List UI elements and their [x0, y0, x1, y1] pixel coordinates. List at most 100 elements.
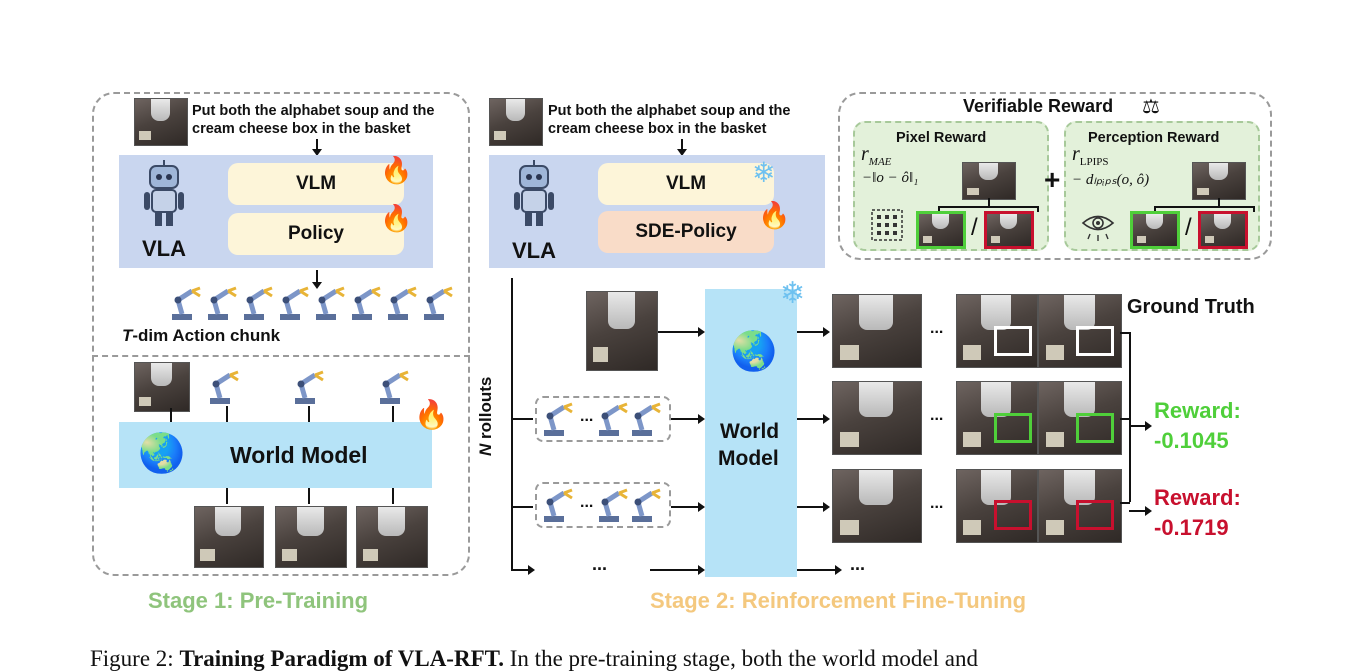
ellipsis: ...: [592, 554, 607, 575]
fire-icon: 🔥: [414, 398, 449, 431]
arrow-head: [1145, 421, 1152, 431]
pixel-reward-title: Pixel Reward: [896, 130, 986, 146]
snowflake-icon: ❄: [752, 156, 775, 189]
reward1-value: -0.1045: [1154, 428, 1229, 454]
ellipsis: ...: [930, 407, 943, 425]
eye-icon: [1080, 208, 1116, 242]
tree-line: [988, 198, 990, 206]
stage2-title: Stage 2: Reinforcement Fine-Tuning: [650, 588, 1026, 614]
globe-icon: 🌏: [730, 330, 777, 374]
stage2-instruction-text: Put both the alphabet soup and the cream…: [548, 102, 818, 138]
stage2-vlm-box: VLM: [598, 163, 774, 205]
arrow-line: [226, 488, 228, 504]
stage2-vla-label: VLA: [512, 238, 556, 264]
arrow-line: [797, 331, 825, 333]
stage2-world-model-label-1: World: [720, 420, 779, 444]
arrow-line: [392, 406, 394, 422]
arrow-head: [528, 565, 535, 575]
rollout1-highlight-1: [994, 413, 1032, 443]
stage2-sde-policy-box: SDE-Policy: [598, 211, 774, 253]
stage2-instruction-image: [489, 98, 543, 146]
pixel-reward-gt-image: [962, 162, 1016, 200]
stage1-input-image: [134, 362, 190, 412]
stage1-instruction-text: Put both the alphabet soup and the cream…: [192, 102, 462, 138]
gt-frame-1: [832, 294, 922, 368]
arrow-head: [698, 565, 705, 575]
reward2-value: -0.1719: [1154, 515, 1229, 541]
stage1-instruction-image: [134, 98, 188, 146]
pixel-reward-green-image: [916, 211, 966, 249]
arrow-line: [658, 331, 702, 333]
arrow-line: [308, 488, 310, 504]
arrow-line: [650, 569, 700, 571]
arrow-line: [797, 569, 837, 571]
stage1-vlm-box: VLM: [228, 163, 404, 205]
arrow-line: [797, 418, 825, 420]
arrow-line: [797, 506, 825, 508]
ellipsis: ...: [580, 494, 593, 512]
gt-highlight-2: [1076, 326, 1114, 356]
perception-reward-gt-image: [1192, 162, 1246, 200]
snowflake-icon: ❄: [780, 276, 805, 311]
reward2-label: Reward:: [1154, 485, 1241, 511]
ellipsis: ...: [930, 495, 943, 513]
bracket-line: [1120, 502, 1130, 504]
rollout-1-arms: [542, 402, 668, 438]
stage1-divider: [92, 355, 470, 357]
stage1-policy-box: Policy: [228, 213, 404, 255]
rollout2-highlight-2: [1076, 500, 1114, 530]
arrow-head: [823, 414, 830, 424]
arrow-line: [226, 406, 228, 422]
tree-line: [1253, 206, 1255, 212]
tree-line: [1218, 198, 1220, 206]
rollout1-frame-1: [832, 381, 922, 455]
arrow-head: [1145, 506, 1152, 516]
slash: /: [1185, 214, 1192, 242]
fire-icon: 🔥: [380, 155, 412, 186]
plus-sign: +: [1044, 164, 1060, 196]
stage2-input-image: [586, 291, 658, 371]
pixel-reward-symbol: rMAE: [861, 143, 891, 168]
scale-icon: ⚖: [1142, 94, 1160, 119]
tree-line: [1154, 206, 1254, 208]
rollout-branch-line: [511, 278, 513, 570]
rollout1-highlight-2: [1076, 413, 1114, 443]
bracket-line: [1120, 418, 1130, 420]
verifiable-reward-title: Verifiable Reward: [963, 96, 1113, 117]
stage1-vla-label: VLA: [142, 236, 186, 262]
arrow-line: [392, 488, 394, 504]
arrow-head: [823, 502, 830, 512]
ellipsis: ...: [580, 408, 593, 426]
rollouts-label: N rollouts: [476, 377, 496, 456]
fire-icon: 🔥: [758, 200, 790, 231]
grid-icon: [870, 208, 904, 242]
perception-reward-formula: − dₗₚᵢₚₛ(o, ô): [1072, 170, 1149, 189]
arrow-line: [308, 406, 310, 422]
arrow-head: [698, 414, 705, 424]
bracket-line: [1129, 332, 1131, 502]
stage1-action-chunk-label: T-dim Action chunk: [122, 326, 280, 346]
tree-line: [1037, 206, 1039, 212]
arrow-line: [170, 408, 172, 422]
reward1-label: Reward:: [1154, 398, 1241, 424]
arrow-head: [698, 502, 705, 512]
rollout2-highlight-1: [994, 500, 1032, 530]
rollout-2-arms: [542, 488, 668, 524]
stage1-title: Stage 1: Pre-Training: [148, 588, 368, 614]
tree-line: [938, 206, 1038, 208]
arrow-head: [698, 327, 705, 337]
stage1-world-model-label: World Model: [230, 442, 368, 469]
stage1-output-image-2: [275, 506, 347, 568]
robot-icon: [140, 160, 188, 230]
pixel-reward-formula: −‖o − ô‖₁: [862, 170, 918, 187]
perception-reward-red-image: [1198, 211, 1248, 249]
stage1-output-image-3: [356, 506, 428, 568]
arrow-head: [835, 565, 842, 575]
arrow-line: [511, 506, 533, 508]
ellipsis: ...: [930, 320, 943, 338]
stage2-world-model-label-2: Model: [718, 447, 779, 471]
globe-icon: 🌏: [138, 432, 185, 476]
arrow-line: [511, 418, 533, 420]
action-chunk-arms: [170, 286, 460, 322]
ground-truth-label: Ground Truth: [1127, 296, 1255, 319]
